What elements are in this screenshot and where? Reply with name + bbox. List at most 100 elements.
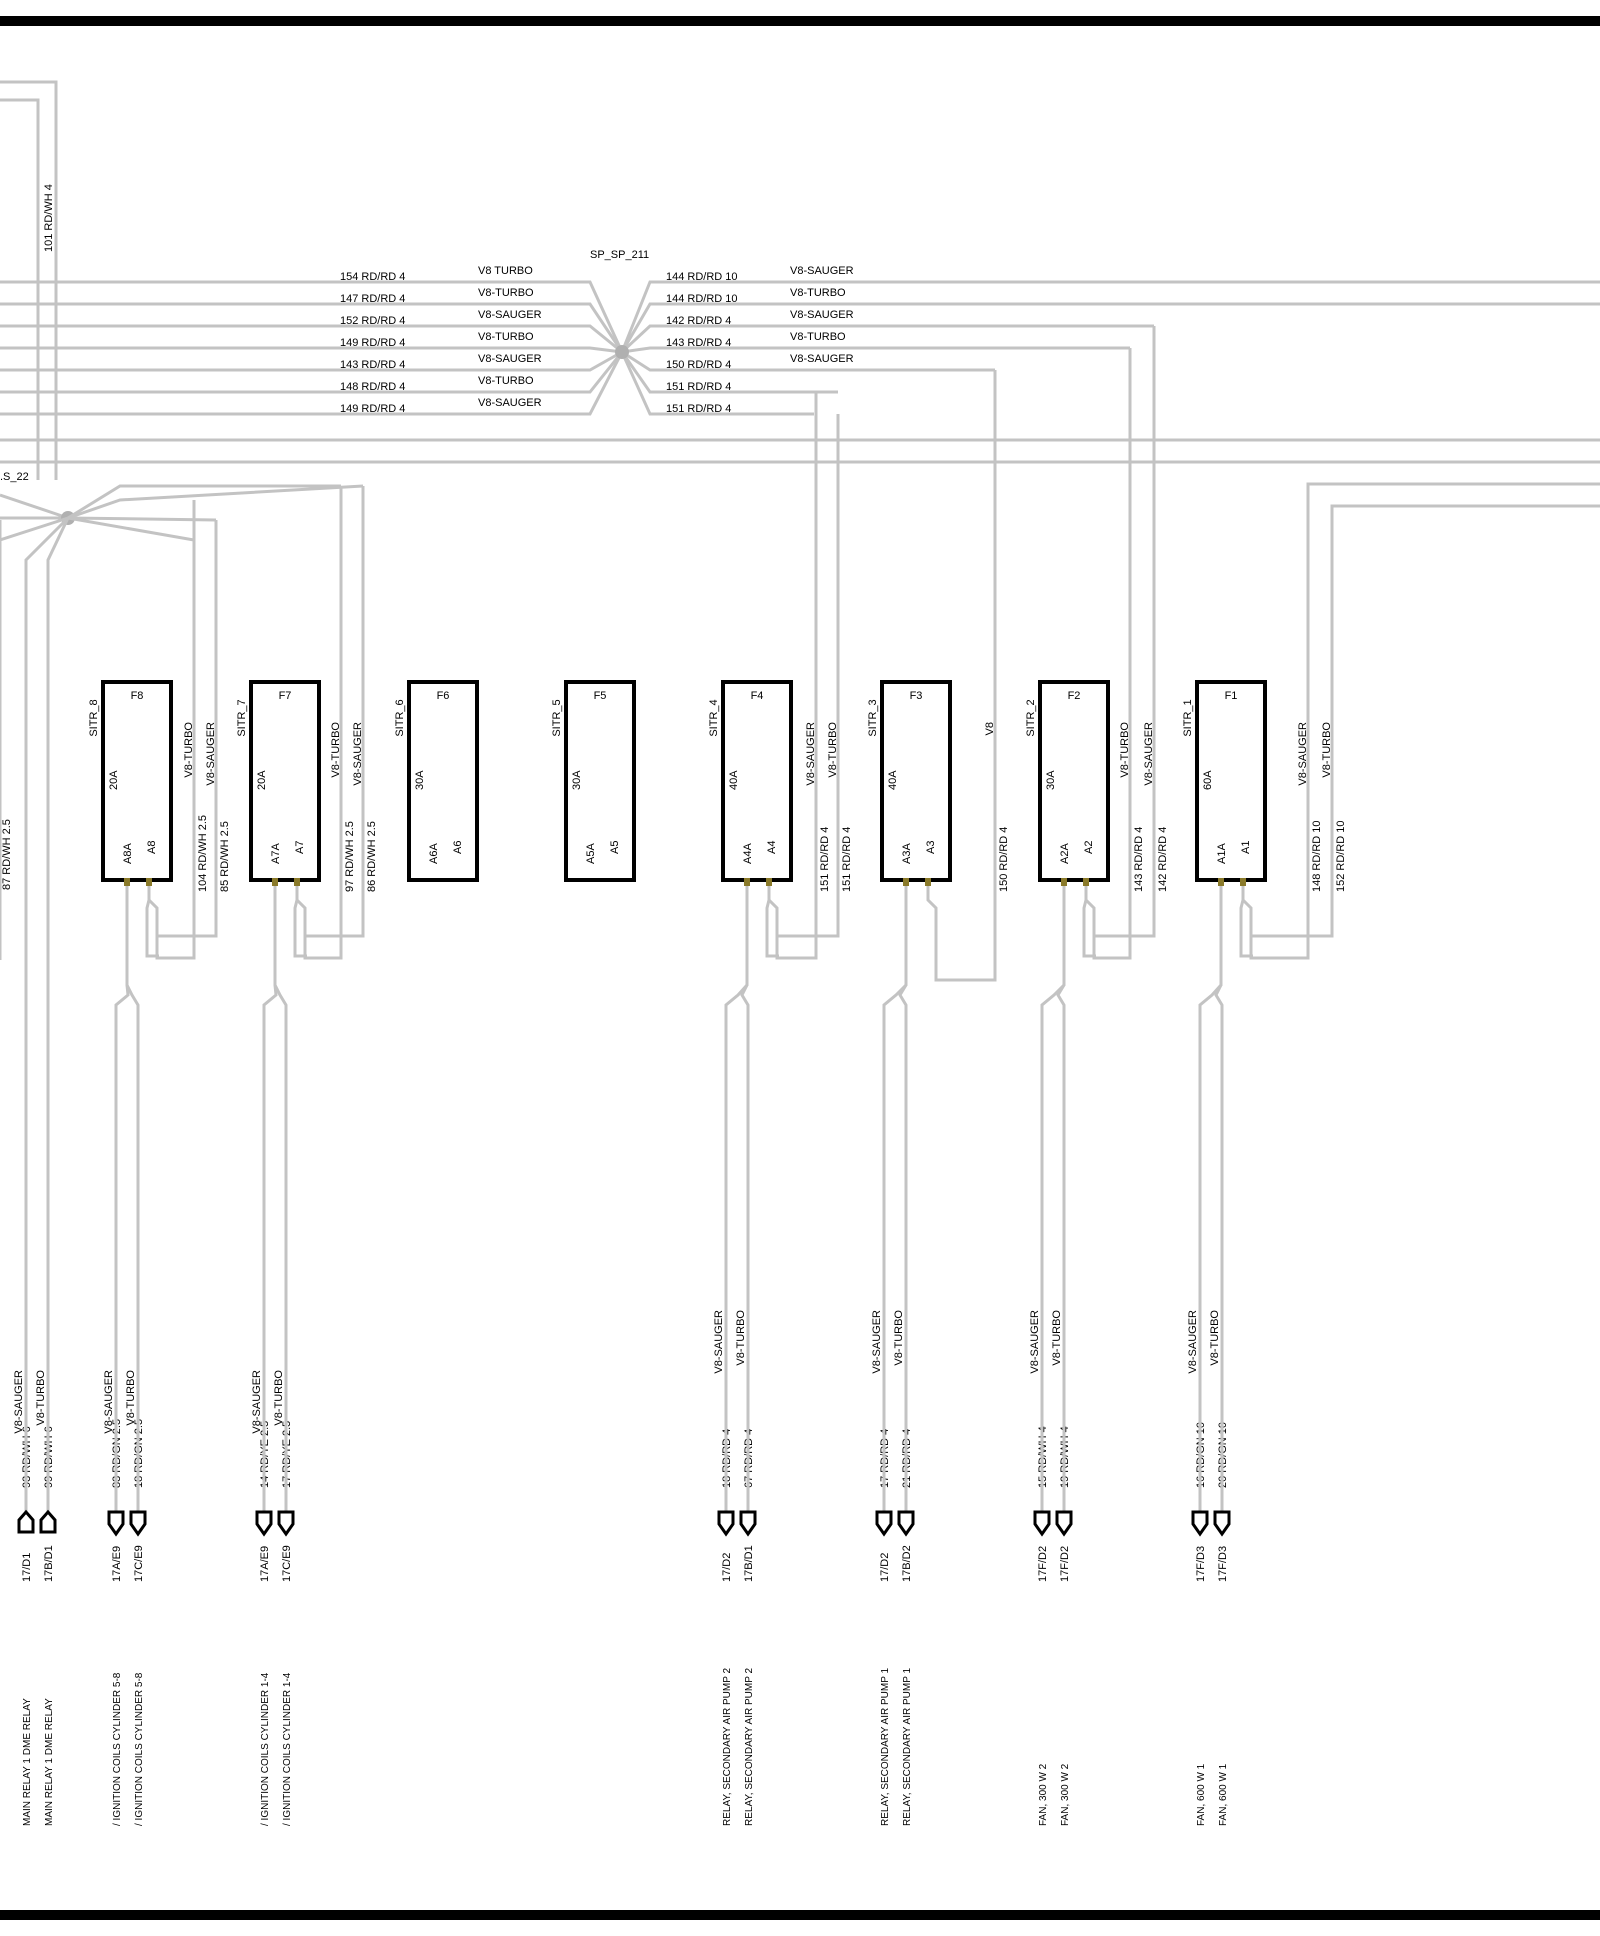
left-bus-tag: V8-TURBO bbox=[478, 375, 534, 387]
fuse-name: F8 bbox=[131, 690, 144, 702]
fuse-wire-2: 86 RD/WH 2.5 bbox=[366, 821, 378, 892]
connector-terminal bbox=[1213, 1510, 1231, 1537]
s22-in-1 bbox=[0, 493, 69, 520]
s22-down-1 bbox=[46, 517, 70, 1418]
wire-layer bbox=[0, 80, 1600, 1418]
fuse-wire-1: 97 RD/WH 2.5 bbox=[344, 821, 356, 892]
fuse-sitr: SITR_3 bbox=[867, 699, 879, 736]
output-destination: / IGNITION COILS CYLINDER 5-8 bbox=[134, 1672, 145, 1826]
left-bus-tag: V8-SAUGER bbox=[478, 309, 542, 321]
connector-terminal bbox=[277, 1510, 295, 1537]
fuse-loop-tie bbox=[145, 886, 159, 958]
right-bus-tag: V8-SAUGER bbox=[790, 353, 854, 365]
fuse-variant-1: V8 bbox=[984, 722, 996, 735]
right-bus-wire bbox=[620, 351, 814, 416]
branch bbox=[898, 984, 908, 1418]
fuse-pin-a: A5A bbox=[585, 843, 597, 864]
right-bus-wire bbox=[620, 302, 1600, 353]
right-bus-label: 151 RD/RD 4 bbox=[666, 381, 731, 393]
top-frame-bar bbox=[0, 16, 1600, 26]
fuse-wire-2: 151 RD/RD 4 bbox=[841, 827, 853, 892]
left-bus-tag: V8-SAUGER bbox=[478, 397, 542, 409]
fuse-body bbox=[1195, 680, 1267, 882]
fuse-pin-b: A7 bbox=[294, 841, 306, 854]
right-bus-label: 143 RD/RD 4 bbox=[666, 337, 731, 349]
left-bus-label: 149 RD/RD 4 bbox=[340, 337, 405, 349]
fuse-sitr: SITR_7 bbox=[236, 699, 248, 736]
fuse-variant-1: V8-TURBO bbox=[183, 722, 195, 778]
left-bus-label: 148 RD/RD 4 bbox=[340, 381, 405, 393]
fuse-variant-2: V8-SAUGER bbox=[205, 722, 217, 786]
fuse-name: F2 bbox=[1068, 690, 1081, 702]
fuse-amp: 20A bbox=[108, 770, 120, 790]
output-connector-id: 17B/D2 bbox=[901, 1545, 913, 1582]
output-variant: V8-TURBO bbox=[273, 1370, 285, 1426]
output-connector-id: 17/D2 bbox=[879, 1553, 891, 1582]
output-connector-id: 17A/E9 bbox=[259, 1546, 271, 1582]
fuse-variant-2: V8-TURBO bbox=[1321, 722, 1333, 778]
splice-sp-211-label: SP_SP_211 bbox=[590, 249, 649, 261]
output-variant: V8-TURBO bbox=[893, 1310, 905, 1366]
fuse-amp: 30A bbox=[1045, 770, 1057, 790]
fuse-loop-2 bbox=[157, 660, 218, 938]
left-bus-wire bbox=[0, 346, 623, 354]
branch bbox=[724, 886, 749, 1418]
output-connector-id: 17/D2 bbox=[721, 1553, 733, 1582]
fuse-pin-b: A1 bbox=[1240, 841, 1252, 854]
fuse-amp: 40A bbox=[728, 770, 740, 790]
left-bus-label: 152 RD/RD 4 bbox=[340, 315, 405, 327]
fuse-pin-a: A3A bbox=[901, 843, 913, 864]
fuse-variant-1: V8-TURBO bbox=[1119, 722, 1131, 778]
left-bus-wire bbox=[0, 302, 624, 353]
connector-terminal bbox=[1033, 1510, 1051, 1537]
s22-f7-a bbox=[67, 484, 341, 520]
fuse-variant-1: V8-TURBO bbox=[330, 722, 342, 778]
right-bus-tag: V8-SAUGER bbox=[790, 309, 854, 321]
fuse-name: F6 bbox=[437, 690, 450, 702]
fuse-pin-b: A6 bbox=[452, 841, 464, 854]
output-variant: V8-SAUGER bbox=[871, 1310, 883, 1374]
connector-terminal bbox=[739, 1510, 757, 1537]
left-bus-wire bbox=[0, 350, 623, 372]
fuse-pin bbox=[1240, 878, 1246, 886]
right-bus-wire bbox=[621, 346, 1130, 354]
fuse-pin bbox=[766, 878, 772, 886]
fuse-pin bbox=[925, 878, 931, 886]
fuse-wire-2: 85 RD/WH 2.5 bbox=[219, 821, 231, 892]
s22-f7-b bbox=[67, 484, 364, 520]
output-destination: MAIN RELAY 1 DME RELAY bbox=[44, 1698, 55, 1826]
output-connector-id: 17C/E9 bbox=[281, 1545, 293, 1582]
fuse-pin-b: A2 bbox=[1083, 841, 1095, 854]
fuse-name: F3 bbox=[910, 690, 923, 702]
output-destination: FAN, 300 W 2 bbox=[1060, 1763, 1071, 1826]
connector-terminal bbox=[1191, 1510, 1209, 1537]
output-connector-id: 17F/D3 bbox=[1217, 1546, 1229, 1582]
left-bus-label: 143 RD/RD 4 bbox=[340, 359, 405, 371]
fuse-variant-2: V8-TURBO bbox=[827, 722, 839, 778]
fuse-loop-tie bbox=[293, 886, 307, 958]
fuse-pin bbox=[1061, 878, 1067, 886]
fuse-body bbox=[721, 680, 793, 882]
fuse-amp: 40A bbox=[887, 770, 899, 790]
fuse-body bbox=[564, 680, 636, 882]
s22-left bbox=[0, 516, 69, 542]
output-variant: V8-SAUGER bbox=[1187, 1310, 1199, 1374]
fuse-sitr: SITR_8 bbox=[88, 699, 100, 736]
fuse-body bbox=[407, 680, 479, 882]
fuse-loop-tie bbox=[765, 886, 779, 958]
output-variant: V8-TURBO bbox=[1051, 1310, 1063, 1366]
output-destination: / IGNITION COILS CYLINDER 5-8 bbox=[112, 1672, 123, 1826]
